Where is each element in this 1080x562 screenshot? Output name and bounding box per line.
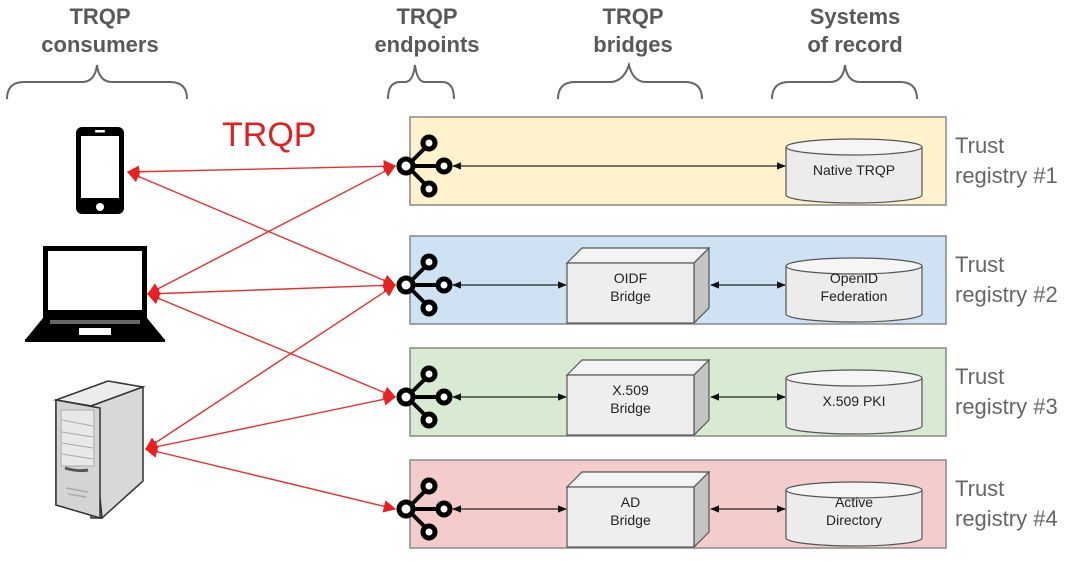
trqp-connection-laptop-registry-2 — [146, 279, 397, 300]
system-of-record: Native TRQP — [785, 138, 923, 204]
endpoint-hub-icon — [396, 134, 453, 198]
endpoint-hub-icon — [396, 365, 453, 429]
trqp-connection-server-registry-3 — [144, 393, 397, 453]
bridge-name: X.509 — [612, 382, 649, 398]
column-title-bridges: TRQP bridges — [593, 4, 672, 57]
system-name: Native TRQP — [813, 162, 895, 178]
endpoint-hub-icon — [396, 253, 453, 317]
svg-text:Systems: Systems — [810, 4, 901, 29]
svg-text:of record: of record — [807, 32, 902, 57]
svg-text:endpoints: endpoints — [374, 32, 479, 57]
system-name: Active — [835, 494, 873, 510]
laptop-icon — [25, 246, 165, 342]
registry-label: registry #1 — [955, 163, 1058, 188]
bridge-box: OIDF Bridge — [565, 246, 711, 325]
registry-label: Trust — [955, 476, 1004, 501]
registry-label: Trust — [955, 133, 1004, 158]
protocol-connections — [126, 159, 397, 513]
trust-registry-2: OpenID Federation OIDF Bridge Trust registry … — [396, 235, 1058, 325]
svg-text:TRQP: TRQP — [396, 4, 457, 29]
system-name: OpenID — [830, 270, 878, 286]
trqp-connection-server-registry-2 — [144, 284, 397, 450]
server-icon — [53, 380, 146, 520]
system-of-record: X.509 PKI — [785, 369, 923, 435]
bridge-name: Bridge — [610, 400, 651, 416]
system-of-record: OpenID Federation — [785, 257, 923, 323]
database-icon — [785, 490, 923, 547]
column-title-consumers: TRQP consumers — [41, 4, 158, 57]
svg-text:TRQP: TRQP — [69, 4, 130, 29]
svg-text:TRQP: TRQP — [602, 4, 663, 29]
trqp-connection-laptop-registry-1 — [146, 165, 397, 295]
trqp-connection-phone-registry-1 — [126, 159, 397, 179]
system-name: Directory — [826, 512, 882, 528]
registry-label: Trust — [955, 364, 1004, 389]
brace-systems — [771, 64, 918, 100]
bridge-name: Bridge — [610, 288, 651, 304]
column-title-systems: Systems of record — [807, 4, 902, 57]
bridge-name: OIDF — [614, 270, 647, 286]
registry-label: registry #4 — [955, 506, 1058, 531]
registry-label: registry #3 — [955, 394, 1058, 419]
bridge-name: AD — [621, 494, 640, 510]
trqp-connection-server-registry-4 — [144, 445, 397, 513]
svg-text:consumers: consumers — [41, 32, 158, 57]
bridge-name: Bridge — [610, 512, 651, 528]
svg-text:bridges: bridges — [593, 32, 672, 57]
consumer-phone — [76, 127, 124, 214]
system-name: Federation — [821, 288, 888, 304]
trqp-protocol-label: TRQP — [222, 116, 316, 154]
trqp-connection-phone-registry-2 — [126, 170, 397, 287]
brace-endpoints — [387, 64, 455, 100]
consumer-server — [53, 380, 146, 520]
registry-label: Trust — [955, 252, 1004, 277]
database-icon — [785, 266, 923, 323]
endpoint-hub-icon — [396, 477, 453, 541]
system-name: X.509 PKI — [822, 393, 885, 409]
trust-registry-1: Native TRQP Trust registry #1 — [396, 116, 1058, 206]
smartphone-icon — [76, 127, 124, 214]
bridge-box: AD Bridge — [565, 470, 711, 549]
consumer-laptop — [25, 246, 165, 342]
brace-bridges — [557, 61, 703, 100]
registry-label: registry #2 — [955, 282, 1058, 307]
database-icon — [785, 378, 923, 435]
database-icon — [785, 147, 923, 204]
brace-consumers — [6, 64, 188, 100]
column-title-endpoints: TRQP endpoints — [374, 4, 479, 57]
